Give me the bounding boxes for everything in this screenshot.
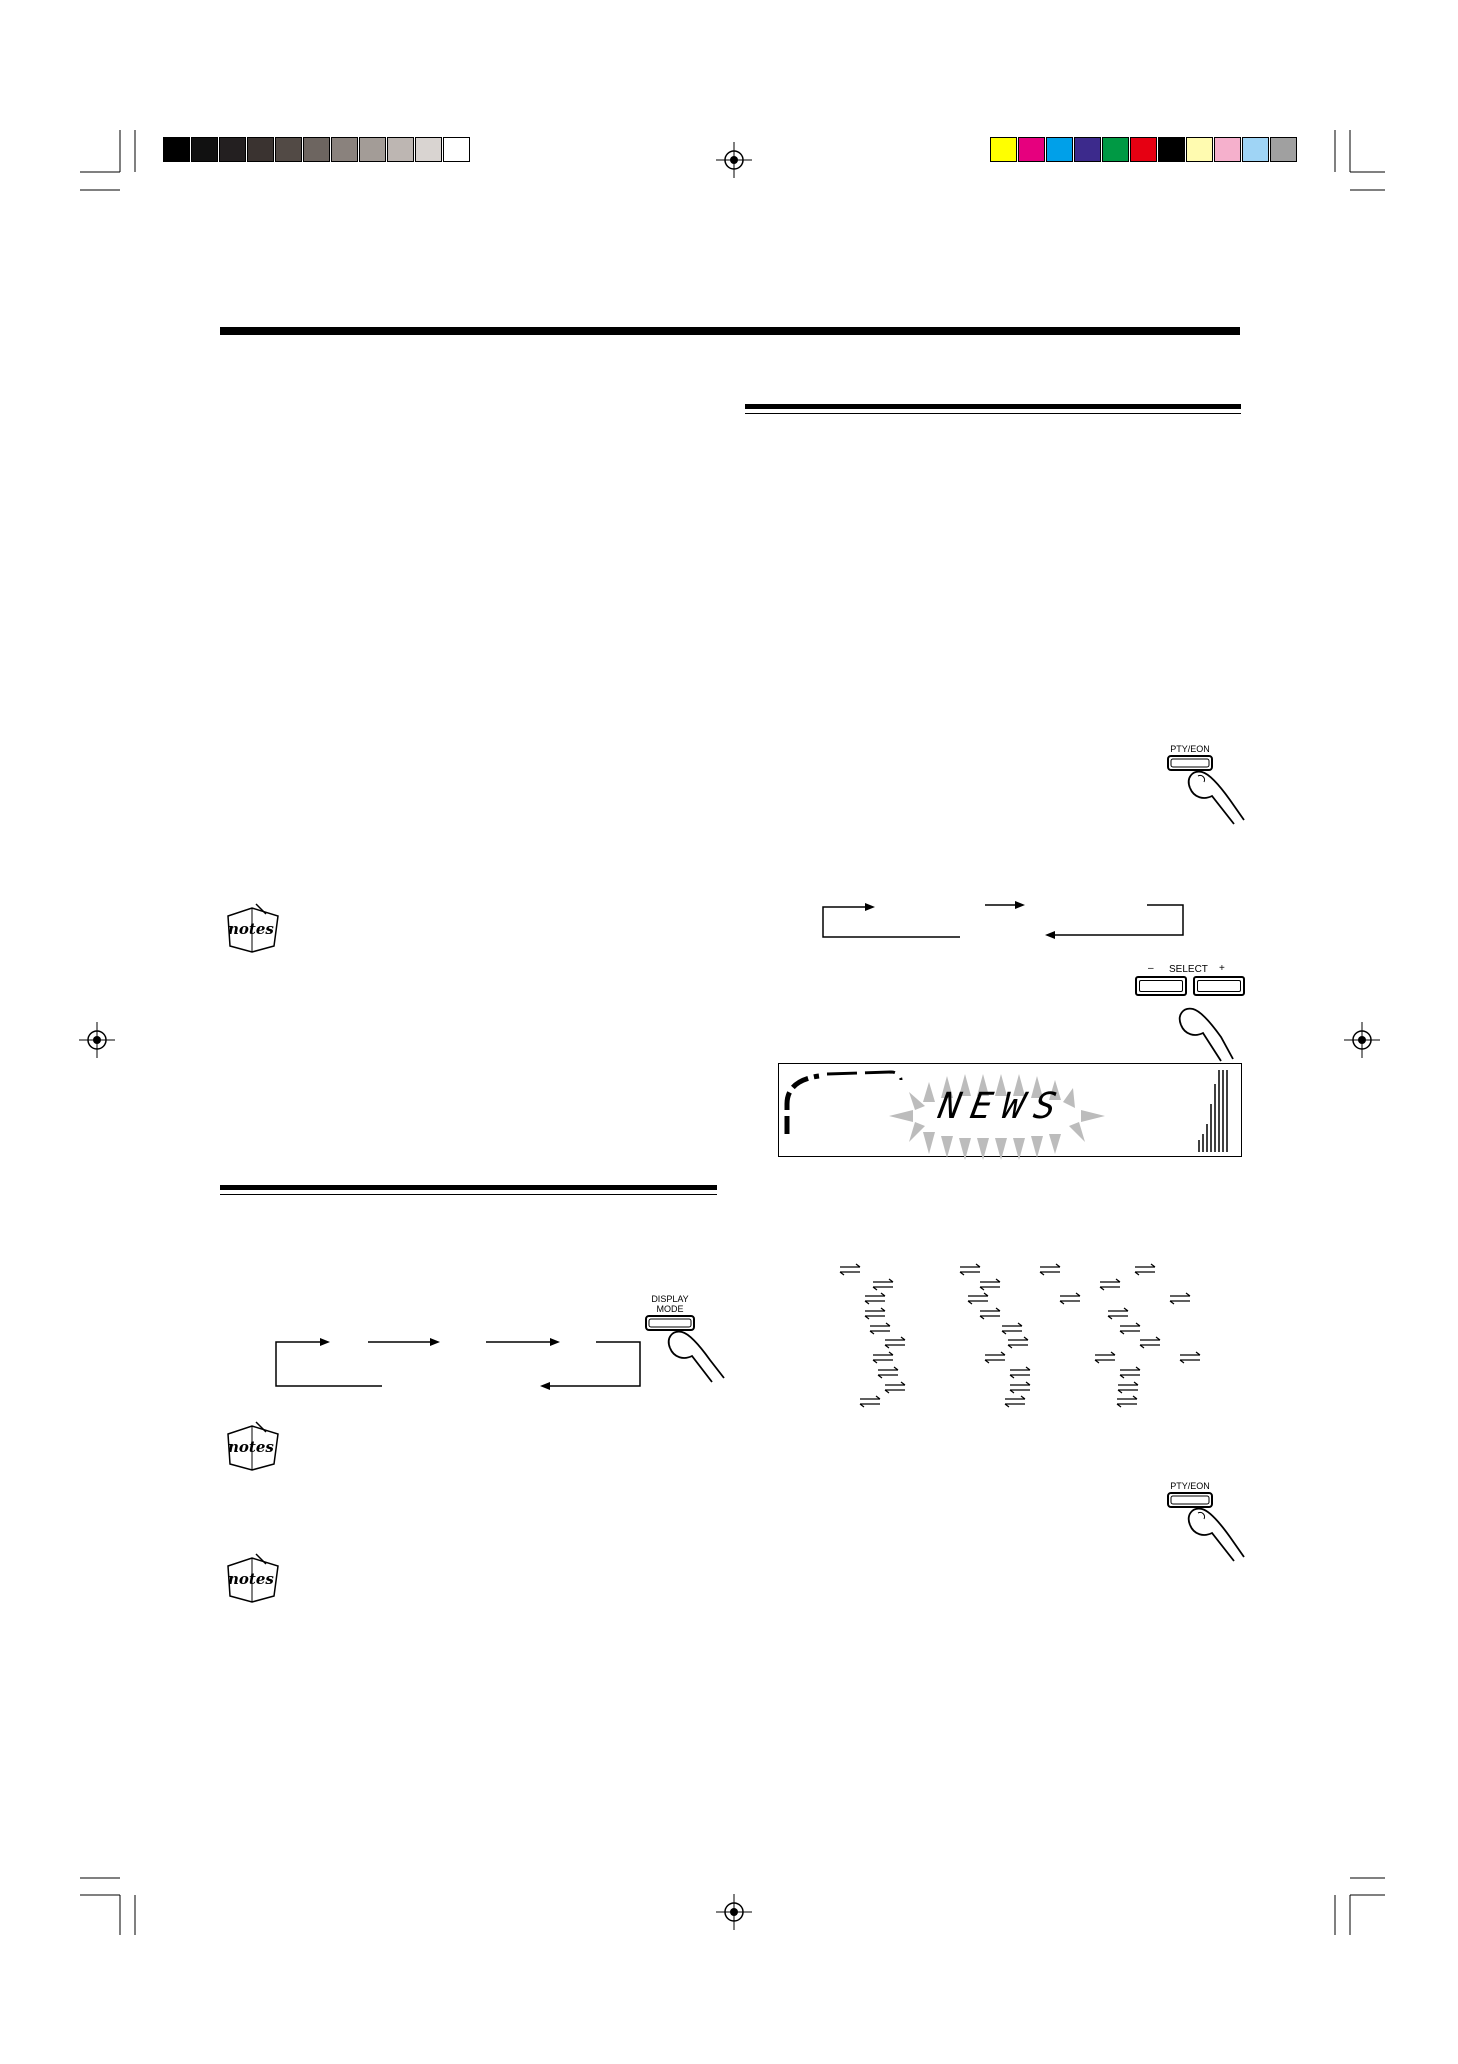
select-plus-label: + [1219,963,1225,974]
double-arrow-icon [979,1278,1001,1291]
color-swatch [1158,137,1185,162]
double-arrow-icon [1004,1395,1026,1408]
color-swatch [1102,137,1129,162]
notes-label: notes [228,1570,274,1588]
gray-swatch [275,137,302,162]
right-section-rule-thin [745,413,1241,414]
gray-swatch [247,137,274,162]
lcd-display: NEWS [778,1063,1242,1160]
double-arrow-icon [1094,1351,1116,1364]
double-arrow-icon [877,1366,899,1379]
display-mode-label-1: DISPLAY [651,1294,689,1304]
color-swatch [1270,137,1297,162]
double-arrow-icon [1117,1381,1139,1394]
display-mode-button[interactable]: DISPLAY MODE [640,1292,732,1383]
color-swatch [1046,137,1073,162]
display-mode-flow-diagram [275,1338,641,1390]
color-swatch [1018,137,1045,162]
notes-book-icon [227,903,279,953]
lcd-segments [784,1070,1228,1152]
pty-eon-label: PTY/EON [1170,1481,1210,1491]
color-swatch [1242,137,1269,162]
select-label: SELECT [1169,964,1208,975]
notes-label: notes [228,1438,274,1456]
select-minus-button[interactable] [1135,976,1187,996]
pty-eon-button-bottom[interactable]: PTY/EON [1160,1477,1250,1565]
color-swatch [990,137,1017,162]
color-swatch [1130,137,1157,162]
right-section-rule [745,404,1241,409]
display-mode-label-2: MODE [656,1304,684,1314]
finger-press-icon [1167,1492,1245,1562]
select-minus-label: – [1148,963,1154,974]
gray-swatch [191,137,218,162]
double-arrow-icon [872,1278,894,1291]
double-arrow-icon [864,1292,886,1305]
finger-press-icon [645,1315,725,1383]
lcd-pty-text: NEWS [935,1086,1070,1127]
notes-icon-1: notes [222,902,284,954]
double-arrow-icon [884,1381,906,1394]
left-section-rule [220,1185,717,1190]
pty-flow-diagram [822,901,1184,939]
pty-eon-label: PTY/EON [1170,744,1210,754]
double-arrow-icon [979,1307,1001,1320]
double-arrow-icon [1119,1366,1141,1379]
double-arrow-icon [1179,1351,1201,1364]
double-arrow-icon [1099,1278,1121,1291]
double-arrow-icon [872,1351,894,1364]
double-arrow-icon [1009,1381,1031,1394]
double-arrow-icon [884,1336,906,1349]
pty-eon-button-top[interactable]: PTY/EON [1160,740,1250,828]
finger-press-icon [1178,1007,1234,1062]
select-plus-button[interactable] [1193,976,1245,996]
double-arrow-icon [1059,1292,1081,1305]
registration-mark-left [79,1022,115,1058]
double-arrow-icon [859,1395,881,1408]
notes-icon-2: notes [222,1420,284,1472]
double-arrow-icon [864,1307,886,1320]
double-arrow-icon [1007,1336,1029,1349]
double-arrow-icon [1119,1322,1141,1335]
double-arrow-icon [1116,1395,1138,1408]
registration-mark-top [716,142,752,178]
double-arrow-icon [869,1322,891,1335]
registration-mark-bottom [716,1894,752,1930]
select-buttons: – SELECT + [1135,963,1255,1063]
double-arrow-icon [1039,1263,1061,1276]
double-arrow-icon [1169,1292,1191,1305]
double-arrow-icon [1134,1263,1156,1276]
double-arrow-icon [984,1351,1006,1364]
double-arrow-icon [1009,1366,1031,1379]
gray-swatch [219,137,246,162]
page-header-rule [220,327,1240,335]
double-arrow-icon [959,1263,981,1276]
gray-swatch [303,137,330,162]
color-swatch [1186,137,1213,162]
flash-rays [889,1074,1105,1160]
notes-book-icon [227,1421,279,1471]
finger-press-icon [1167,755,1245,825]
notes-book-icon [227,1553,279,1603]
double-arrow-icon [1107,1307,1129,1320]
double-arrow-icon [1001,1322,1023,1335]
registration-mark-right [1344,1022,1380,1058]
pty-code-arrows [839,1263,1201,1408]
color-swatch [1214,137,1241,162]
double-arrow-icon [967,1292,989,1305]
color-swatch [1074,137,1101,162]
gray-swatch [359,137,386,162]
left-section-rule-thin [220,1194,717,1195]
double-arrow-icon [1139,1336,1161,1349]
gray-swatch [443,137,470,162]
notes-icon-3: notes [222,1552,284,1604]
notes-label: notes [228,920,274,938]
gray-swatch [163,137,190,162]
gray-swatch [331,137,358,162]
double-arrow-icon [839,1263,861,1276]
gray-swatch [415,137,442,162]
gray-swatch [387,137,414,162]
